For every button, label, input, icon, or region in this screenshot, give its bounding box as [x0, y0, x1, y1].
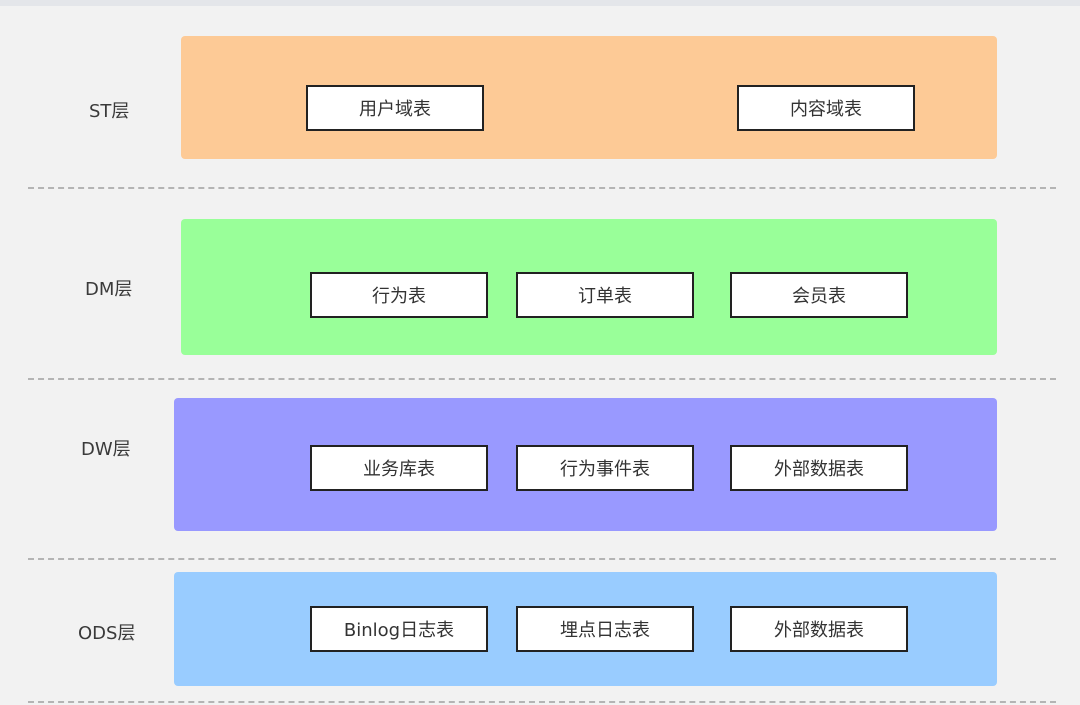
ods-table-binlog-log: Binlog日志表 — [310, 606, 488, 652]
ods-table-external-data: 外部数据表 — [730, 606, 908, 652]
dw-table-business-db: 业务库表 — [310, 445, 488, 491]
top-strip — [0, 0, 1080, 6]
dw-table-external-data: 外部数据表 — [730, 445, 908, 491]
dm-table-member: 会员表 — [730, 272, 908, 318]
st-layer-label: ST层 — [89, 101, 130, 122]
dm-layer-label: DM层 — [85, 279, 133, 300]
dw-table-behavior-event: 行为事件表 — [516, 445, 694, 491]
ods-table-tracking-log: 埋点日志表 — [516, 606, 694, 652]
layer-divider-2 — [28, 378, 1056, 380]
layer-divider-1 — [28, 187, 1056, 189]
dm-table-order: 订单表 — [516, 272, 694, 318]
layer-divider-4 — [28, 701, 1056, 703]
layer-divider-3 — [28, 558, 1056, 560]
dw-layer-label: DW层 — [81, 439, 131, 460]
ods-layer-label: ODS层 — [78, 623, 136, 644]
st-table-user-domain: 用户域表 — [306, 85, 484, 131]
st-table-content-domain: 内容域表 — [737, 85, 915, 131]
dm-table-behavior: 行为表 — [310, 272, 488, 318]
